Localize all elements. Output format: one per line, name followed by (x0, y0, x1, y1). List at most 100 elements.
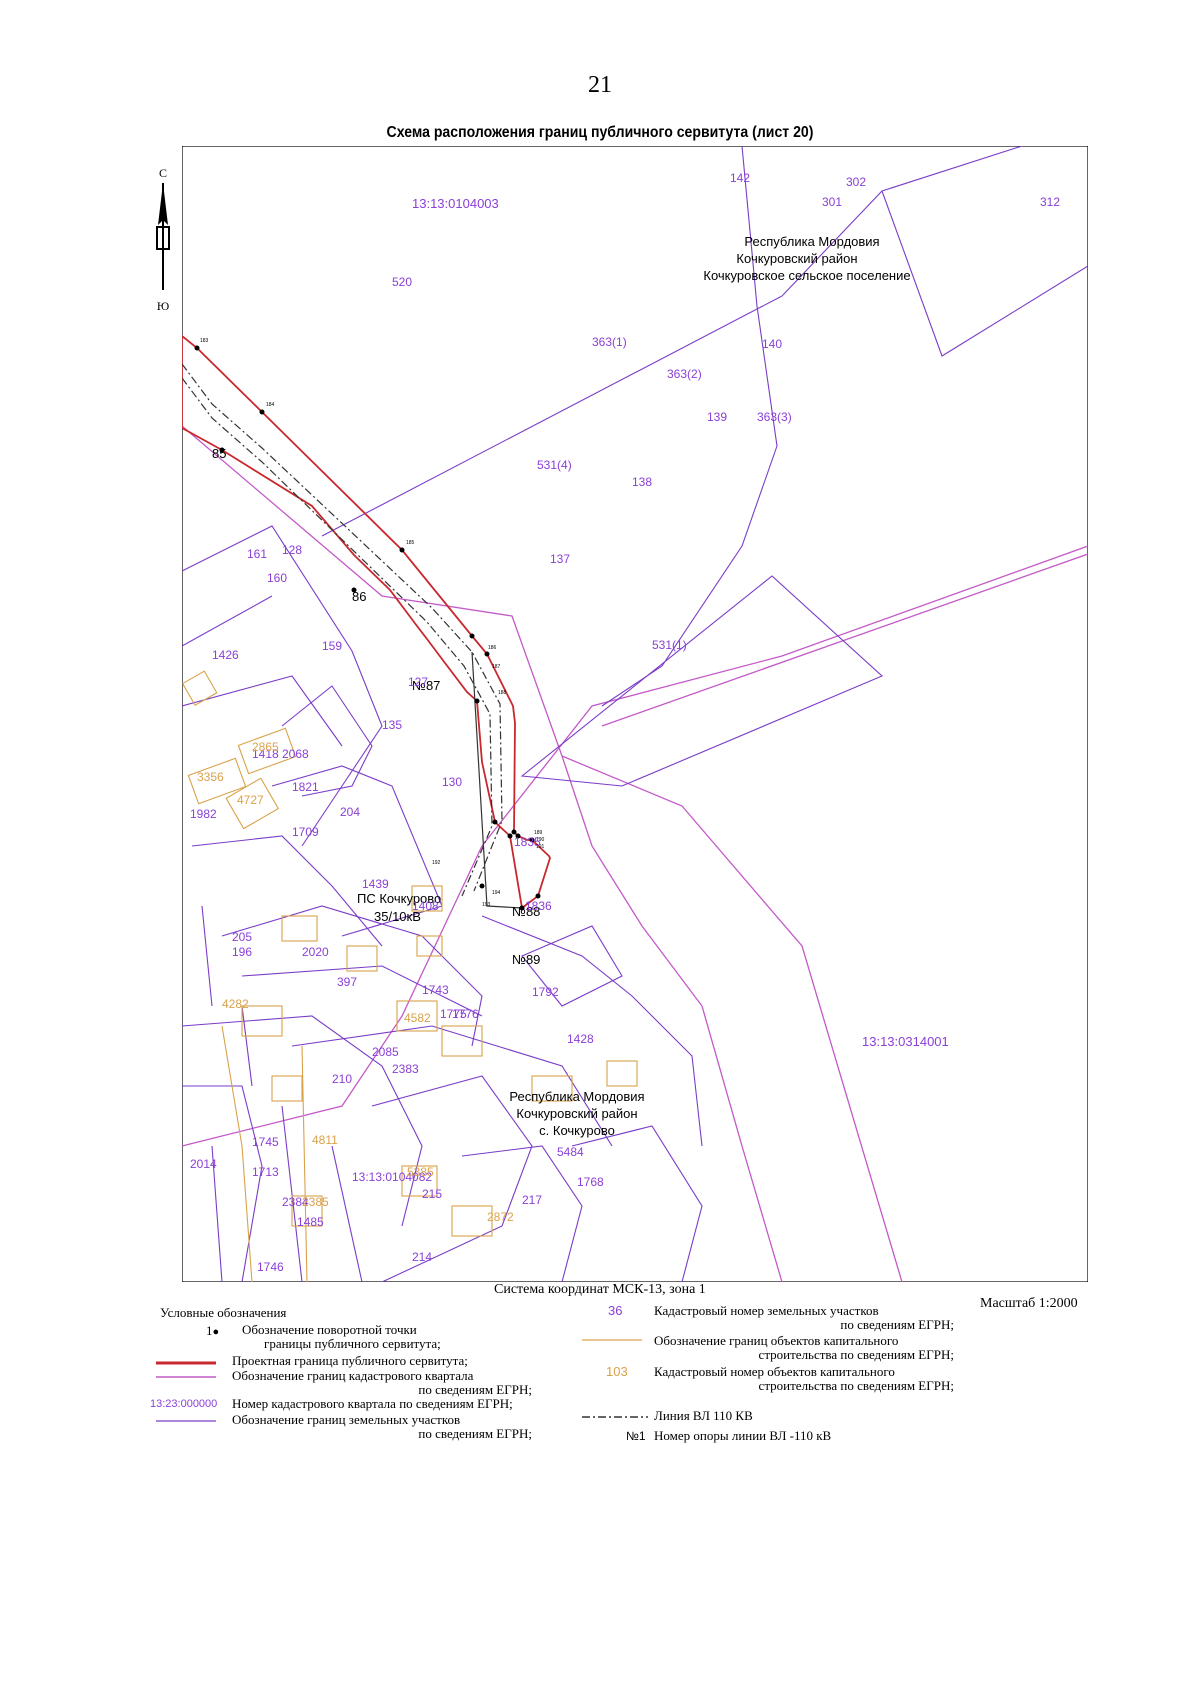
capital-label: 2385 (302, 1195, 329, 1209)
legend-quarter-line (156, 1376, 216, 1378)
capital-label: 2865 (252, 740, 279, 754)
parcel-label: 1768 (577, 1175, 604, 1189)
svg-text:ПС Кочкурово: ПС Кочкурово (357, 891, 441, 906)
svg-text:Кочкуровский район: Кочкуровский район (736, 251, 857, 266)
page-number: 21 (588, 72, 612, 98)
parcel-label: 363(2) (667, 367, 702, 381)
region-south-label: Республика Мордовия Кочкуровский район с… (509, 1089, 644, 1138)
parcel-label: 161 (247, 547, 267, 561)
parcel-label: 210 (332, 1072, 352, 1086)
quarter-label-east: 13:13:0314001 (862, 1034, 949, 1049)
parcel-label: 1485 (297, 1215, 324, 1229)
legend-servitude-line (156, 1361, 216, 1365)
legend-capital-num-symbol: 103 (606, 1364, 628, 1379)
turn-points (194, 345, 541, 911)
parcel-label: 2085 (372, 1045, 399, 1059)
parcel-label: 1836 (525, 899, 552, 913)
parcel-label: 1775 (440, 1007, 467, 1021)
capital-label: 4582 (404, 1011, 431, 1025)
quarter-label-south: 13:13:0104082 (352, 1170, 432, 1184)
parcel-label: 363(1) (592, 335, 627, 349)
parcel-label: 138 (632, 475, 652, 489)
legend-title: Условные обозначения (160, 1305, 287, 1320)
capital-label: 2872 (487, 1210, 514, 1224)
svg-text:№87: №87 (412, 678, 440, 693)
parcel-label: 1746 (257, 1260, 284, 1274)
svg-text:85: 85 (212, 446, 226, 461)
parcel-label: 135 (382, 718, 402, 732)
legend-quarter-bounds-text: Обозначение границ кадастрового квартала… (232, 1368, 532, 1397)
legend-vl-text: Линия ВЛ 110 КВ (654, 1408, 753, 1423)
legend-tower-num-symbol: №1 (626, 1429, 646, 1443)
legend-servitude-text: Проектная граница публичного сервитута; (232, 1353, 468, 1368)
quarter-label-north: 13:13:0104003 (412, 196, 499, 211)
turn-point-label: 188 (498, 690, 507, 696)
parcel-label: 2020 (302, 945, 329, 959)
parcel-label: 1821 (292, 780, 319, 794)
parcel-label: 204 (340, 805, 360, 819)
svg-text:с. Кочкурово: с. Кочкурово (539, 1123, 615, 1138)
parcel-label: 1426 (212, 648, 239, 662)
legend-capital-line (582, 1339, 642, 1341)
legend-parcel-line (156, 1420, 216, 1422)
parcel-label: 1418 (252, 747, 279, 761)
parcel-label: 1792 (532, 985, 559, 999)
turn-point-label: 186 (488, 645, 497, 651)
legend-tower-num-text: Номер опоры линии ВЛ -110 кВ (654, 1428, 832, 1443)
parcel-label: 140 (762, 337, 782, 351)
map-title: Схема расположения границ публичного сер… (386, 124, 814, 141)
turn-point-label: 189 (534, 830, 543, 836)
parcel-label: 2014 (190, 1157, 217, 1171)
parcel-label: 1835 (514, 835, 541, 849)
parcel-label: 127 (408, 675, 428, 689)
parcel-label: 130 (442, 775, 462, 789)
parcel-label: 217 (522, 1193, 542, 1207)
vl-110-line (182, 363, 523, 909)
quarter-boundaries (182, 425, 1088, 1282)
parcel-boundaries (182, 146, 1088, 1282)
substation-label: ПС Кочкурово 35/10кВ (357, 891, 441, 924)
turn-point-label: 194 (492, 890, 501, 896)
region-north-label: Республика Мордовия Кочкуровский район К… (703, 234, 910, 283)
parcel-label: 363(3) (757, 410, 792, 424)
parcel-label: 2068 (282, 747, 309, 761)
parcel-label: 1776 (452, 1007, 479, 1021)
parcel-label: 1408 (412, 899, 439, 913)
legend-parcel-num-symbol: 36 (608, 1303, 623, 1318)
compass-south: Ю (157, 299, 169, 313)
parcel-label: 312 (1040, 195, 1060, 209)
capital-label: 4727 (237, 793, 264, 807)
capital-label: 4282 (222, 997, 249, 1011)
capital-label: 5385 (407, 1165, 434, 1179)
coordinate-system: Система координат МСК-13, зона 1 (494, 1282, 706, 1297)
svg-text:86: 86 (352, 589, 366, 604)
turn-point-label: 183 (200, 338, 209, 344)
parcel-label: 520 (392, 275, 412, 289)
compass-arrow-icon: С Ю (156, 166, 170, 313)
legend-quarter-num-text: Номер кадастрового квартала по сведениям… (232, 1396, 513, 1411)
tower-labels: 85 86 №87 №88 №89 (212, 446, 540, 967)
parcel-label: 205 (232, 930, 252, 944)
parcel-label: 137 (550, 552, 570, 566)
parcel-label: 139 (707, 410, 727, 424)
turn-point-label: 192 (432, 860, 441, 866)
parcel-label: 2383 (392, 1062, 419, 1076)
svg-text:Кочкуровский район: Кочкуровский район (516, 1106, 637, 1121)
svg-text:Республика Мордовия: Республика Мордовия (744, 234, 879, 249)
parcel-label: 301 (822, 195, 842, 209)
parcel-label: 214 (412, 1250, 432, 1264)
capital-label: 3356 (197, 770, 224, 784)
parcel-label: 1745 (252, 1135, 279, 1149)
parcel-label: 160 (267, 571, 287, 585)
parcel-label: 397 (337, 975, 357, 989)
parcel-label: 1709 (292, 825, 319, 839)
legend-turnpoint-symbol: 1● (206, 1323, 220, 1339)
